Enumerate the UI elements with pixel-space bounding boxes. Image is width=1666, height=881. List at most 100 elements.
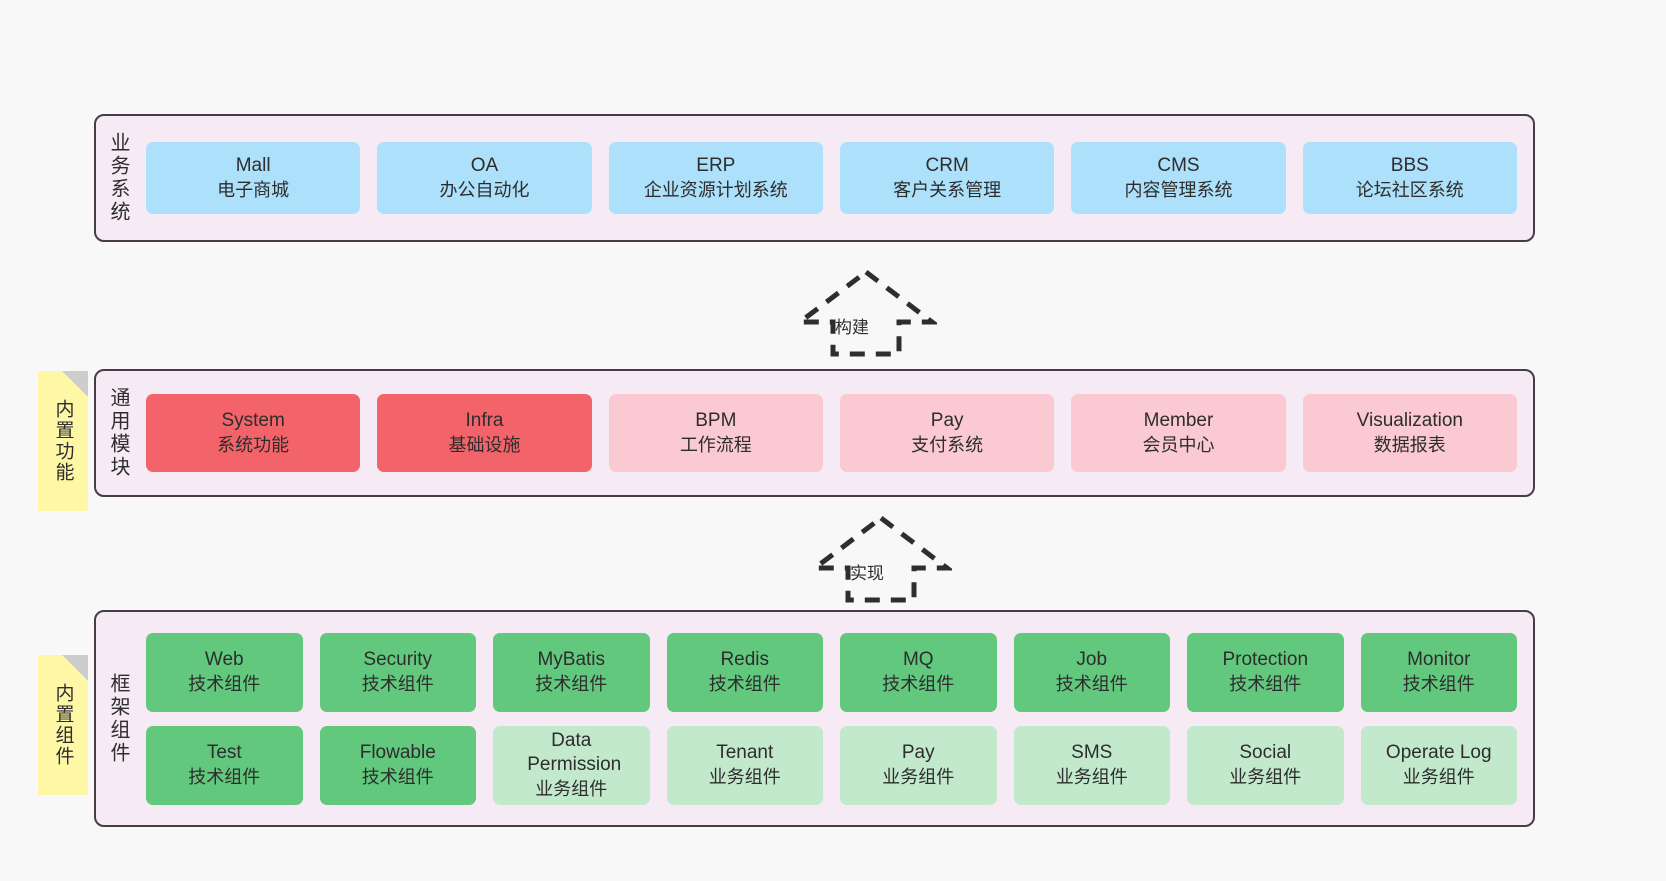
card-cms[interactable]: CMS 内容管理系统 bbox=[1071, 142, 1286, 214]
note-builtin-feature: 内置功能 bbox=[38, 371, 88, 511]
card-title: Web bbox=[204, 649, 244, 671]
card-subtitle: 技术组件 bbox=[361, 673, 434, 694]
card-flowable[interactable]: Flowable 技术组件 bbox=[319, 725, 476, 805]
card-oa[interactable]: OA 办公自动化 bbox=[377, 142, 592, 214]
card-subtitle: 支付系统 bbox=[911, 434, 984, 455]
card-security[interactable]: Security 技术组件 bbox=[319, 632, 476, 712]
note-label: 内置功能 bbox=[52, 399, 74, 483]
card-row: Mall 电子商城 OA 办公自动化 ERP 企业资源计划系统 CRM 客户关系… bbox=[146, 142, 1517, 214]
card-mq[interactable]: MQ 技术组件 bbox=[840, 632, 997, 712]
card-subtitle: 数据报表 bbox=[1373, 434, 1446, 455]
card-subtitle: 技术组件 bbox=[535, 673, 608, 694]
card-title: BPM bbox=[695, 410, 737, 432]
card-title: CRM bbox=[925, 155, 969, 177]
card-protection[interactable]: Protection 技术组件 bbox=[1187, 632, 1344, 712]
layer-title-business-system: 业务系统 bbox=[107, 132, 129, 224]
build-arrow-label: 构建 bbox=[835, 318, 869, 337]
card-web[interactable]: Web 技术组件 bbox=[146, 632, 303, 712]
card-subtitle: 客户关系管理 bbox=[893, 179, 1002, 200]
card-subtitle: 企业资源计划系统 bbox=[643, 179, 788, 200]
implement-arrow: 实现 bbox=[807, 512, 955, 604]
card-system[interactable]: System 系统功能 bbox=[146, 394, 361, 472]
card-subtitle: 业务组件 bbox=[708, 766, 781, 787]
card-title: Pay bbox=[901, 742, 935, 764]
card-title: Data Permission bbox=[527, 730, 622, 776]
card-row: Test 技术组件 Flowable 技术组件 Data Permission … bbox=[146, 725, 1517, 805]
build-arrow: 构建 bbox=[792, 266, 940, 358]
card-subtitle: 技术组件 bbox=[1229, 673, 1302, 694]
card-subtitle: 技术组件 bbox=[188, 673, 261, 694]
layer-body-framework-component: Web 技术组件 Security 技术组件 MyBatis 技术组件 Redi… bbox=[140, 612, 1533, 825]
card-subtitle: 业务组件 bbox=[1229, 766, 1302, 787]
card-subtitle: 技术组件 bbox=[1402, 673, 1475, 694]
card-subtitle: 会员中心 bbox=[1142, 434, 1215, 455]
card-title: CMS bbox=[1157, 155, 1200, 177]
note-builtin-component: 内置组件 bbox=[38, 655, 88, 795]
card-title: Social bbox=[1239, 742, 1292, 764]
implement-arrow-shape bbox=[807, 514, 955, 603]
card-title: BBS bbox=[1390, 155, 1429, 177]
note-label: 内置组件 bbox=[52, 683, 74, 767]
layer-title-framework-component: 框架组件 bbox=[107, 672, 129, 765]
card-member[interactable]: Member 会员中心 bbox=[1071, 394, 1286, 472]
card-title: ERP bbox=[696, 155, 736, 177]
card-subtitle: 业务组件 bbox=[1402, 766, 1475, 787]
card-social[interactable]: Social 业务组件 bbox=[1187, 725, 1344, 805]
card-test[interactable]: Test 技术组件 bbox=[146, 725, 303, 805]
card-subtitle: 技术组件 bbox=[1055, 673, 1128, 694]
card-subtitle: 业务组件 bbox=[535, 778, 608, 799]
card-subtitle: 技术组件 bbox=[708, 673, 781, 694]
card-sms[interactable]: SMS 业务组件 bbox=[1013, 725, 1170, 805]
card-row: Web 技术组件 Security 技术组件 MyBatis 技术组件 Redi… bbox=[146, 632, 1517, 712]
build-arrow-shape bbox=[792, 268, 940, 357]
card-title: Job bbox=[1076, 649, 1108, 671]
card-crm[interactable]: CRM 客户关系管理 bbox=[839, 142, 1055, 214]
card-data-permission[interactable]: Data Permission 业务组件 bbox=[493, 725, 650, 805]
card-title: Mall bbox=[235, 155, 271, 177]
card-operate-log[interactable]: Operate Log 业务组件 bbox=[1360, 725, 1517, 805]
card-subtitle: 业务组件 bbox=[882, 766, 955, 787]
card-title: Tenant bbox=[716, 742, 774, 764]
card-erp[interactable]: ERP 企业资源计划系统 bbox=[608, 142, 823, 214]
card-bpm[interactable]: BPM 工作流程 bbox=[608, 394, 823, 472]
card-mall[interactable]: Mall 电子商城 bbox=[146, 142, 361, 214]
card-subtitle: 基础设施 bbox=[448, 434, 521, 455]
card-title: Operate Log bbox=[1385, 742, 1492, 764]
card-title: Protection bbox=[1222, 649, 1309, 671]
card-monitor[interactable]: Monitor 技术组件 bbox=[1360, 632, 1517, 712]
card-subtitle: 技术组件 bbox=[882, 673, 955, 694]
card-title: Flowable bbox=[359, 742, 436, 764]
card-visualization[interactable]: Visualization 数据报表 bbox=[1302, 394, 1517, 472]
card-tenant[interactable]: Tenant 业务组件 bbox=[666, 725, 823, 805]
card-title: Member bbox=[1143, 410, 1214, 432]
card-job[interactable]: Job 技术组件 bbox=[1013, 632, 1170, 712]
card-title: Redis bbox=[720, 649, 770, 671]
card-subtitle: 办公自动化 bbox=[439, 179, 530, 200]
card-mybatis[interactable]: MyBatis 技术组件 bbox=[493, 632, 650, 712]
card-subtitle: 技术组件 bbox=[188, 766, 261, 787]
card-pay-module[interactable]: Pay 支付系统 bbox=[839, 394, 1055, 472]
card-subtitle: 业务组件 bbox=[1055, 766, 1128, 787]
card-title: SMS bbox=[1071, 742, 1113, 764]
card-row: System 系统功能 Infra 基础设施 BPM 工作流程 Pay 支付系统… bbox=[146, 394, 1517, 472]
layer-common-module: 通用模块 System 系统功能 Infra 基础设施 BPM 工作流程 Pay… bbox=[94, 369, 1535, 497]
card-subtitle: 工作流程 bbox=[679, 434, 752, 455]
card-title: MQ bbox=[902, 649, 934, 671]
card-subtitle: 技术组件 bbox=[361, 766, 434, 787]
card-infra[interactable]: Infra 基础设施 bbox=[377, 394, 592, 472]
layer-body-business-system: Mall 电子商城 OA 办公自动化 ERP 企业资源计划系统 CRM 客户关系… bbox=[140, 116, 1533, 240]
card-title: Infra bbox=[465, 410, 504, 432]
card-pay-component[interactable]: Pay 业务组件 bbox=[840, 725, 997, 805]
card-title: Monitor bbox=[1407, 649, 1471, 671]
card-redis[interactable]: Redis 技术组件 bbox=[666, 632, 823, 712]
card-title: Pay bbox=[930, 410, 964, 432]
layer-framework-component: 框架组件 Web 技术组件 Security 技术组件 MyBatis 技术组件… bbox=[94, 610, 1535, 827]
card-subtitle: 系统功能 bbox=[217, 434, 290, 455]
card-title: Visualization bbox=[1356, 410, 1463, 432]
card-bbs[interactable]: BBS 论坛社区系统 bbox=[1302, 142, 1517, 214]
card-title: MyBatis bbox=[537, 649, 606, 671]
card-title: Security bbox=[363, 649, 433, 671]
layer-body-common-module: System 系统功能 Infra 基础设施 BPM 工作流程 Pay 支付系统… bbox=[140, 371, 1533, 495]
layer-title-common-module: 通用模块 bbox=[107, 387, 129, 479]
